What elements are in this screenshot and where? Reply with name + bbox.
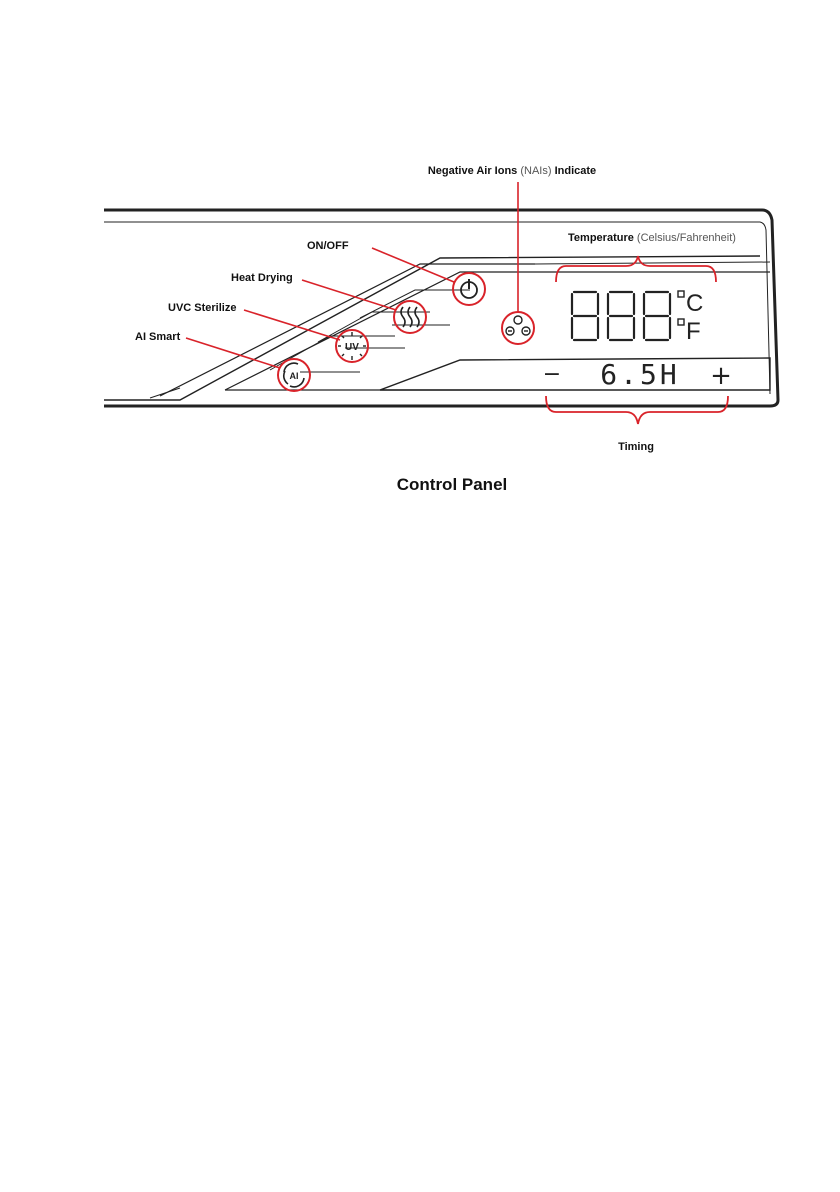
degree-celsius-marker [678,291,684,297]
heat-drying-button[interactable] [394,301,426,333]
heat-drying-label: Heat Drying [231,272,293,284]
timer-plus-button[interactable]: + [710,361,732,391]
timing-label: Timing [618,441,654,453]
temperature-bracket [556,256,716,282]
negative-ions-label: Negative Air Ions (NAIs) Indicate [428,165,596,177]
negative-ions-indicator [502,312,534,344]
degree-fahrenheit-marker [678,319,684,325]
timer-minus-button[interactable]: − [543,362,561,387]
timer-value: 6.5H [600,358,679,391]
on-off-label: ON/OFF [307,240,349,252]
temperature-label: Temperature (Celsius/Fahrenheit) [568,232,736,244]
temperature-digit-2 [608,292,634,340]
uvc-sterilize-label: UVC Sterilize [168,302,236,314]
ai-smart-label: AI Smart [135,331,181,343]
fahrenheit-unit: F [686,318,701,345]
uv-icon-label: UV [345,342,359,353]
ai-smart-button[interactable]: AI [278,359,310,391]
ai-icon-label: AI [290,371,299,381]
control-panel-diagram: UV AI [0,0,840,520]
temperature-display: C F 888 [572,290,703,359]
timer-display: − 6.5H + [543,358,732,391]
diagram-caption: Control Panel [397,475,508,494]
temperature-digit-3 [644,292,670,340]
heat-waves-icon [401,307,419,327]
timing-bracket [546,396,728,424]
power-icon [461,279,477,298]
celsius-unit: C [686,290,703,317]
negative-ions-icon [506,316,530,335]
temperature-digit-1 [572,292,598,340]
uvc-sterilize-button[interactable]: UV [336,330,368,362]
on-off-button[interactable] [453,273,485,305]
